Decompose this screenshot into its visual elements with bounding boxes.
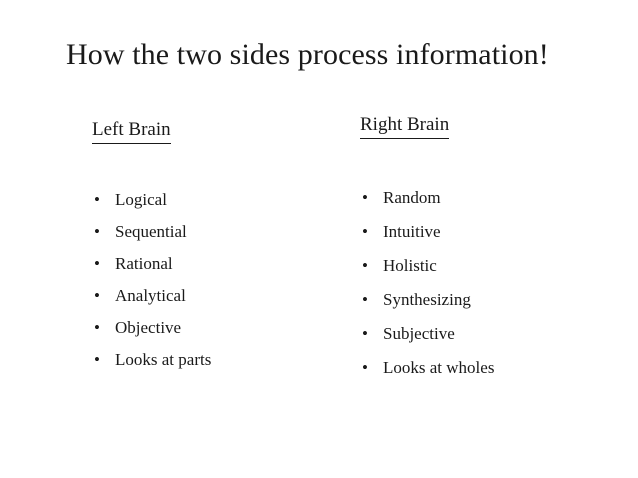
bullet-icon: • [362,290,368,309]
list-item: • Synthesizing [360,283,610,317]
left-brain-list: • Logical • Sequential • Rational • Anal… [92,184,332,376]
list-item: • Objective [92,312,332,344]
bullet-icon: • [362,222,368,241]
page-title: How the two sides process information! [66,38,549,71]
list-item: • Rational [92,248,332,280]
list-item-label: Random [383,188,441,207]
right-brain-column: Right Brain • Random • Intuitive • Holis… [360,113,610,385]
bullet-icon: • [362,256,368,275]
bullet-icon: • [362,324,368,343]
right-brain-heading: Right Brain [360,113,450,139]
list-item-label: Intuitive [383,222,441,241]
bullet-icon: • [94,286,100,305]
list-item: • Sequential [92,216,332,248]
list-item-label: Subjective [383,324,455,343]
right-brain-list: • Random • Intuitive • Holistic • Synthe… [360,181,610,385]
list-item-label: Logical [115,190,167,209]
bullet-icon: • [94,318,100,337]
list-item-label: Sequential [115,222,187,241]
bullet-icon: • [362,188,368,207]
bullet-icon: • [94,190,100,209]
bullet-icon: • [362,358,368,377]
left-brain-heading: Left Brain [92,118,171,144]
list-item: • Logical [92,184,332,216]
left-brain-column: Left Brain • Logical • Sequential • Rati… [92,118,332,376]
list-item: • Intuitive [360,215,610,249]
list-item-label: Synthesizing [383,290,471,309]
list-item-label: Holistic [383,256,437,275]
list-item: • Looks at parts [92,344,332,376]
list-item-label: Rational [115,254,173,273]
list-item: • Looks at wholes [360,351,610,385]
list-item: • Subjective [360,317,610,351]
list-item: • Holistic [360,249,610,283]
bullet-icon: • [94,350,100,369]
list-item-label: Objective [115,318,182,337]
list-item-label: Looks at parts [115,350,212,369]
list-item-label: Looks at wholes [383,358,495,377]
bullet-icon: • [94,254,100,273]
list-item: • Random [360,181,610,215]
list-item-label: Analytical [115,286,186,305]
bullet-icon: • [94,222,100,241]
list-item: • Analytical [92,280,332,312]
